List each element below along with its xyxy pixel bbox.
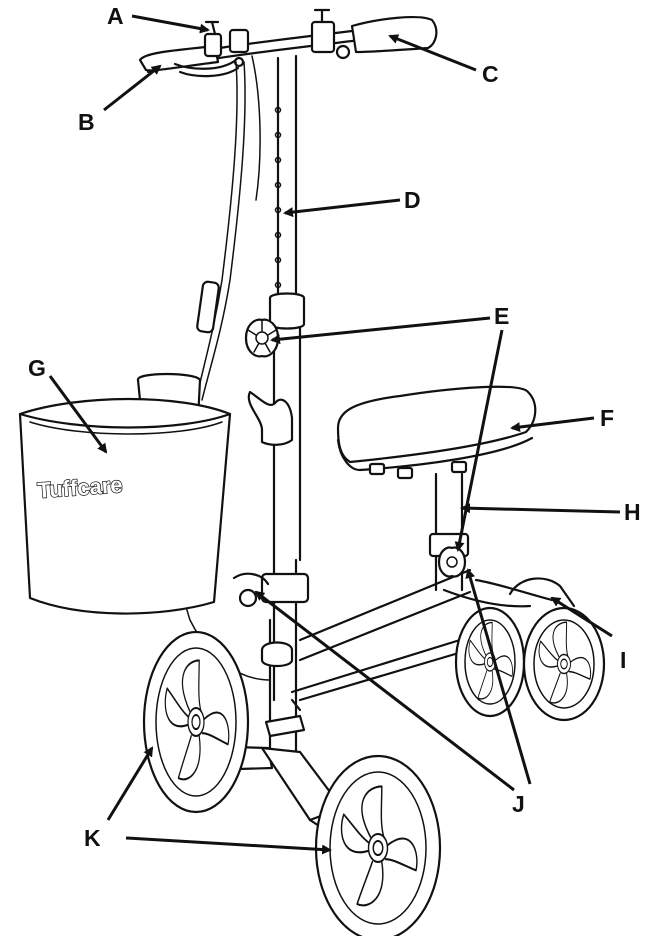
callout-arrows — [48, 14, 621, 855]
callout-labels: A B C D E F G H I J K — [28, 3, 641, 851]
brake-lever — [173, 58, 238, 70]
basket: Tuffcare — [18, 372, 232, 615]
basket-clip — [247, 390, 294, 446]
callout-label-c: C — [482, 61, 499, 87]
callout-arrow-i — [550, 596, 613, 638]
callout-arrow-a — [131, 14, 210, 34]
callout-arrow-k2 — [125, 836, 332, 855]
callout-label-j: J — [512, 791, 525, 817]
rear-right-wheel — [522, 606, 606, 722]
callout-label-k: K — [84, 825, 101, 851]
callout-label-b: B — [78, 109, 95, 135]
callout-arrow-j2 — [465, 568, 532, 785]
callout-label-d: D — [404, 187, 421, 213]
callout-label-f: F — [600, 405, 614, 431]
callout-label-e: E — [494, 303, 509, 329]
rear-brake — [508, 577, 576, 608]
callout-label-i: I — [620, 647, 626, 673]
steering-lock-lever — [232, 572, 270, 586]
callout-label-a: A — [107, 3, 124, 29]
callout-arrow-e1 — [270, 316, 491, 345]
callout-arrow-k1 — [106, 746, 154, 821]
seat-height-knob — [437, 546, 467, 578]
right-grip — [350, 16, 438, 54]
adjustment-holes — [274, 106, 282, 289]
callout-label-h: H — [624, 499, 641, 525]
callout-arrow-g — [48, 375, 108, 454]
handlebar — [138, 8, 438, 78]
callout-label-g: G — [28, 355, 46, 381]
callout-arrow-h — [460, 503, 621, 514]
callout-arrow-d — [283, 198, 401, 218]
callout-arrow-f — [510, 416, 595, 432]
callout-arrow-j1 — [254, 590, 515, 792]
callout-arrow-e2 — [454, 329, 504, 552]
column-height-knob — [244, 318, 280, 358]
rear-left-wheel — [454, 606, 526, 718]
steering-column — [232, 54, 310, 762]
front-right-wheel — [314, 754, 442, 936]
callout-arrow-b — [103, 64, 162, 112]
callout-arrow-c — [388, 34, 477, 72]
knee-seat — [336, 385, 537, 480]
front-left-wheel — [142, 630, 250, 814]
